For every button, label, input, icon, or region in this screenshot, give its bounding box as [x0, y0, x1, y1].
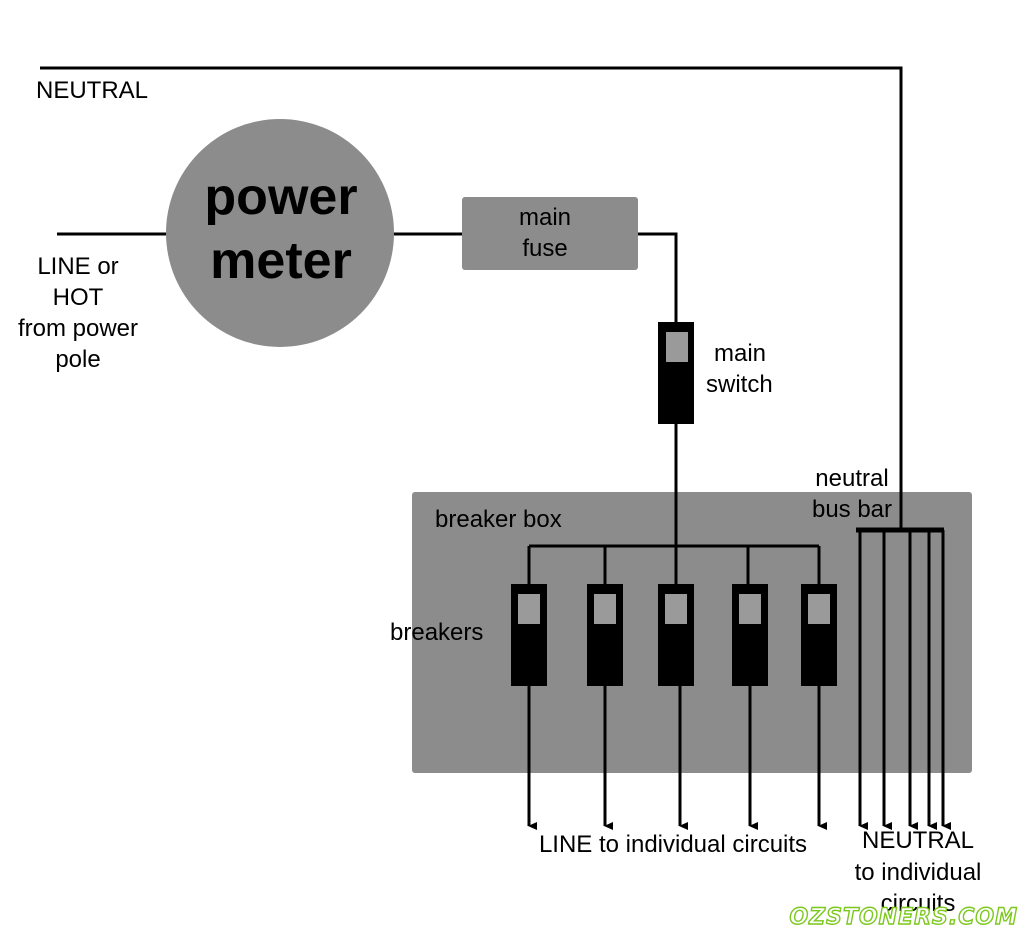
neutral-wire	[40, 66, 903, 528]
line-hot-label: LINE or	[37, 253, 118, 280]
neutral-bus-bar-label: neutral	[815, 465, 888, 492]
breaker	[801, 584, 837, 686]
main-switch-label: main	[714, 340, 766, 367]
line-hot-label: pole	[55, 346, 100, 373]
power-meter-label: power	[204, 168, 357, 226]
neutral-circuits-label: to individual	[855, 859, 982, 886]
neutral-bus-bar-label: bus bar	[812, 496, 892, 523]
breaker	[587, 584, 623, 686]
power-meter-label: meter	[210, 232, 352, 290]
breaker	[732, 584, 768, 686]
breakers-label: breakers	[390, 619, 483, 646]
breaker-box-label: breaker box	[435, 506, 562, 533]
main-switch-label: switch	[706, 371, 773, 398]
main-fuse-label: fuse	[522, 235, 567, 262]
line-hot-label: from power	[18, 315, 138, 342]
neutral-top-label: NEUTRAL	[36, 77, 148, 104]
line-circuits-label: LINE to individual circuits	[539, 831, 807, 858]
watermark-logo: OZSTONERS.COM	[789, 905, 1018, 930]
breaker	[511, 584, 547, 686]
neutral-circuits-label: NEUTRAL	[862, 827, 974, 854]
breaker	[658, 584, 694, 686]
main-fuse-label: main	[519, 204, 571, 231]
line-hot-label: HOT	[53, 284, 104, 311]
fuse-to-switch-wire	[636, 232, 678, 324]
main-fuse	[462, 197, 638, 270]
neutral-circuits-label: circuits	[881, 890, 956, 917]
power-meter	[166, 119, 394, 347]
main-switch-window	[666, 332, 688, 362]
